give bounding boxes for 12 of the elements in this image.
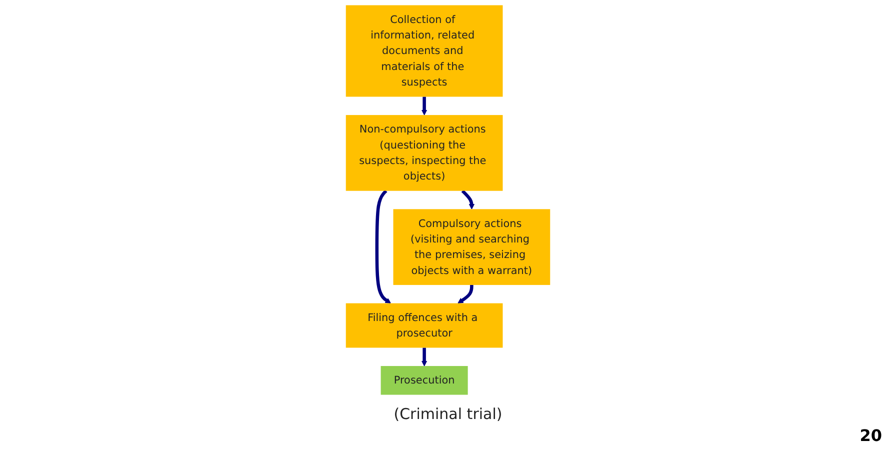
- node-box: Collection of information, related documents and materials of the suspects: [346, 5, 503, 97]
- node-box: Filing offences with a prosecutor: [346, 303, 503, 348]
- node-box: Compulsory actions (visiting and searching the premises, seizing objects with a warrant): [393, 209, 550, 285]
- arrow: [458, 284, 474, 304]
- arrow: [375, 190, 391, 304]
- node-box: Non-compulsory actions (questioning the suspects, inspecting the objects): [346, 115, 503, 191]
- node-caption: (Criminal trial): [394, 405, 502, 423]
- arrow: [421, 348, 428, 366]
- node-box: Prosecution: [380, 366, 468, 395]
- arrow: [421, 96, 428, 116]
- arrow: [461, 190, 475, 210]
- page-number: 20: [860, 426, 882, 445]
